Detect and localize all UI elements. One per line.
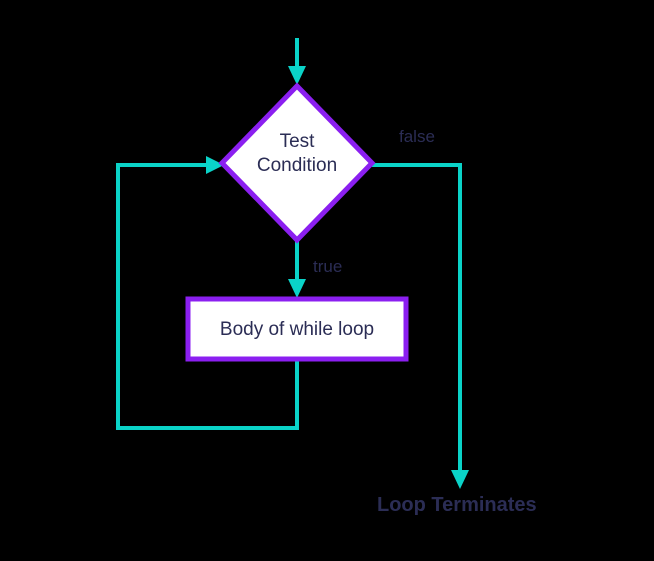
loop-back-line <box>116 163 299 430</box>
loop-back-edge <box>116 156 299 430</box>
true-branch-arrowhead-icon <box>288 279 306 298</box>
decision-node-shape[interactable] <box>218 82 376 244</box>
entry-arrow <box>288 38 306 85</box>
false-branch-edge <box>372 163 469 489</box>
false-branch-line <box>372 163 462 474</box>
false-branch-arrowhead-icon <box>451 470 469 489</box>
process-node-shape[interactable] <box>185 296 409 362</box>
loop-back-arrowhead-icon <box>206 156 224 174</box>
terminal-node-label: Loop Terminates <box>377 494 537 516</box>
entry-arrowhead-icon <box>288 66 306 85</box>
true-branch-edge <box>288 240 306 298</box>
edge-label-true: true <box>313 257 343 276</box>
edge-label-false: false <box>399 127 435 146</box>
